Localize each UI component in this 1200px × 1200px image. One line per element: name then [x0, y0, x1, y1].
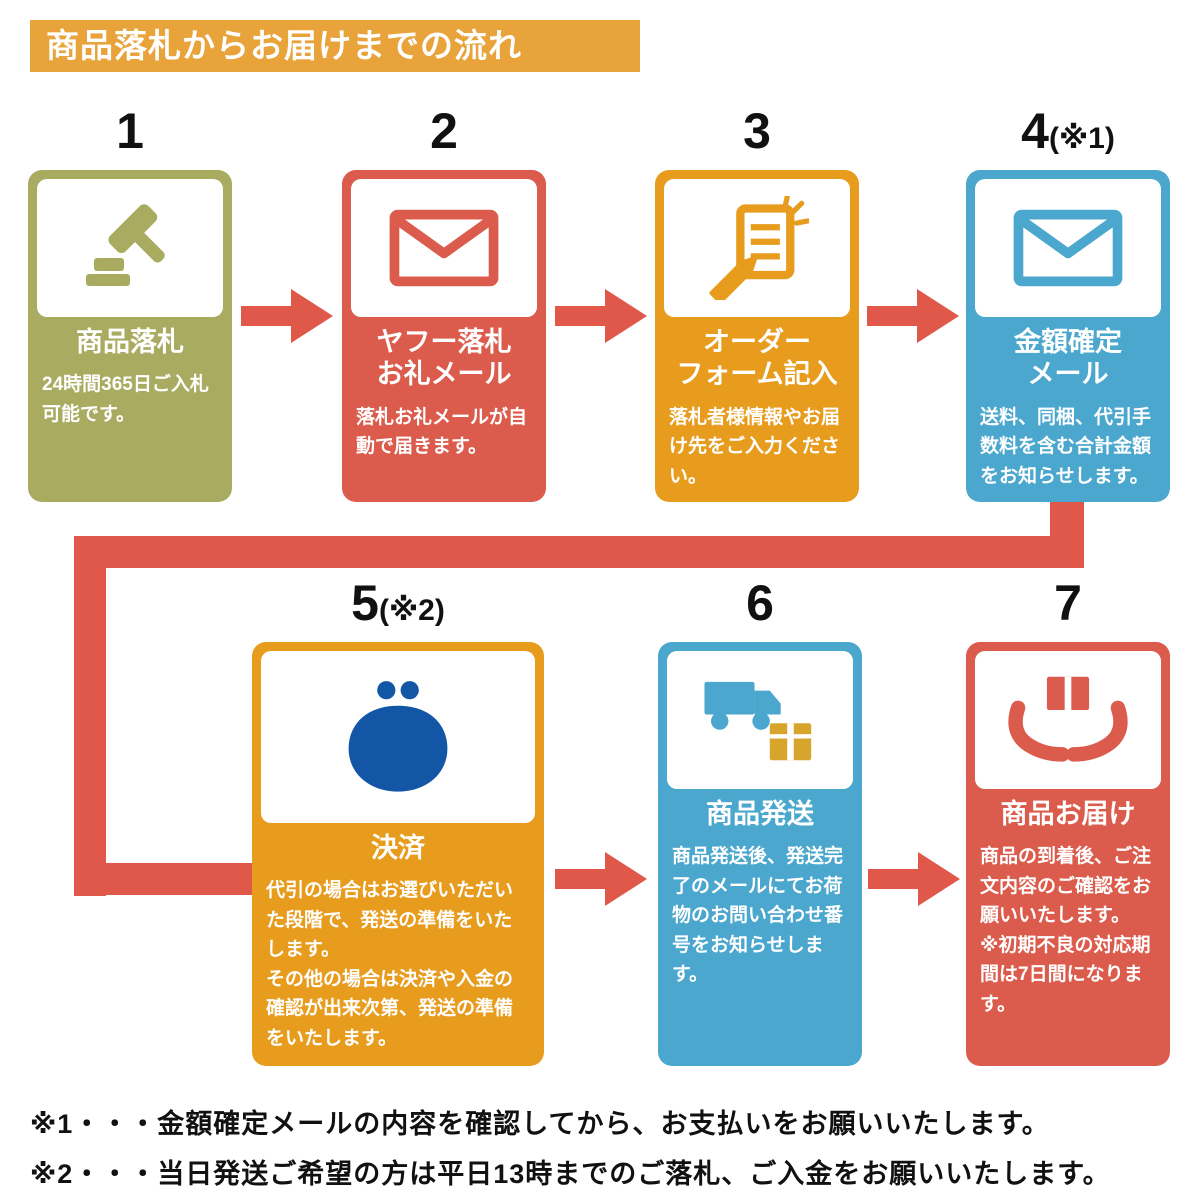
step-description: 送料、同梱、代引手数料を含む合計金額をお知らせします。	[980, 406, 1152, 487]
connector-segment	[74, 863, 256, 895]
step-number-5: 5(※2)	[252, 578, 544, 628]
step-number-6: 6	[658, 578, 862, 628]
page-title: 商品落札からお届けまでの流れ	[30, 20, 640, 72]
connector-segment	[74, 536, 106, 896]
connector-segment	[74, 536, 1084, 568]
step-title: 商品お届け	[1000, 799, 1136, 829]
step-number-text: 7	[1054, 575, 1082, 631]
step-title: 金額確定 メール	[1014, 327, 1122, 390]
step-card-amount-mail: 金額確定 メール 送料、同梱、代引手数料を含む合計金額をお知らせします。	[966, 170, 1170, 502]
step-description: 商品の到着後、ご注文内容のご確認をお願いいたします。 ※初期不良の対応期間は7日…	[980, 846, 1152, 1015]
step-card-payment: 決済 代引の場合はお選びいただいた段階で、発送の準備をいたします。 その他の場合…	[252, 642, 544, 1066]
step-description: 商品発送後、発送完了のメールにてお荷物のお問い合わせ番号をお知らせします。	[672, 846, 844, 986]
arrow-right-icon	[555, 852, 647, 906]
hands-package-icon	[975, 651, 1161, 789]
arrow-right-icon	[555, 289, 647, 343]
step-number-text: 6	[746, 575, 774, 631]
step-card-thankyou-mail: ヤフー落札 お礼メール 落札お礼メールが自動で届きます。	[342, 170, 546, 502]
gavel-icon	[37, 179, 223, 317]
step-number-text: 5	[351, 575, 379, 631]
step-description: 24時間365日ご入札可能です。	[42, 374, 209, 425]
delivery-truck-box-icon	[667, 651, 853, 789]
arrow-right-icon	[867, 289, 959, 343]
step-title: 商品発送	[706, 799, 814, 829]
step-number-text: 1	[116, 103, 144, 159]
step-card-delivery: 商品お届け 商品の到着後、ご注文内容のご確認をお願いいたします。 ※初期不良の対…	[966, 642, 1170, 1066]
mail-icon	[975, 179, 1161, 317]
step-number-text: 4	[1021, 103, 1049, 159]
step-title: 決済	[371, 833, 425, 863]
step-number-suffix: (※2)	[378, 594, 445, 627]
step-number-1: 1	[28, 106, 232, 156]
step-title: 商品落札	[76, 327, 184, 357]
step-number-text: 2	[430, 103, 458, 159]
step-title: オーダー フォーム記入	[676, 327, 838, 390]
step-description: 代引の場合はお選びいただいた段階で、発送の準備をいたします。 その他の場合は決済…	[266, 880, 514, 1049]
arrow-right-icon	[241, 289, 333, 343]
step-number-suffix: (※1)	[1048, 122, 1115, 155]
mail-icon	[351, 179, 537, 317]
step-card-order-form: オーダー フォーム記入 落札者様情報やお届け先をご入力ください。	[655, 170, 859, 502]
step-number-text: 3	[743, 103, 771, 159]
step-number-4: 4(※1)	[966, 106, 1170, 156]
step-number-7: 7	[966, 578, 1170, 628]
step-number-3: 3	[655, 106, 859, 156]
order-form-pencil-icon	[664, 179, 850, 317]
footnote-2: ※2・・・当日発送ご希望の方は平日13時までのご落札、ご入金をお願いいたします。	[30, 1159, 1111, 1189]
arrow-right-icon	[868, 852, 960, 906]
step-description: 落札者様情報やお届け先をご入力ください。	[669, 406, 841, 487]
step-title: ヤフー落札 お礼メール	[376, 327, 512, 390]
step-card-auction-win: 商品落札 24時間365日ご入札可能です。	[28, 170, 232, 502]
step-number-2: 2	[342, 106, 546, 156]
coin-purse-icon	[261, 651, 535, 823]
step-description: 落札お礼メールが自動で届きます。	[356, 406, 528, 458]
footnote-1: ※1・・・金額確定メールの内容を確認してから、お支払いをお願いいたします。	[30, 1109, 1050, 1139]
step-card-shipping: 商品発送 商品発送後、発送完了のメールにてお荷物のお問い合わせ番号をお知らせしま…	[658, 642, 862, 1066]
